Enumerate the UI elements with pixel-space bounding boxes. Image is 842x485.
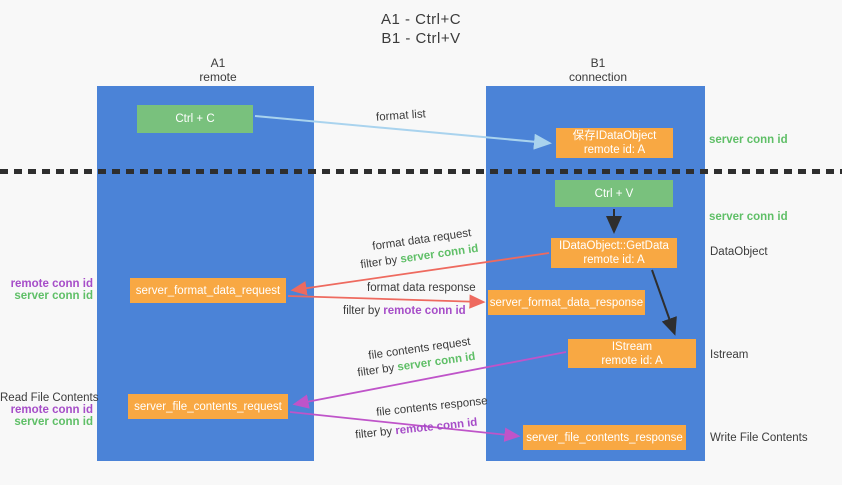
ctrl-c-box: Ctrl + C (137, 105, 253, 133)
getdata-box: IDataObject::GetData remote id: A (551, 238, 677, 268)
server-format-data-response-label: server_format_data_response (489, 296, 644, 309)
server-file-contents-request-box: server_file_contents_request (128, 394, 288, 419)
copy-paste-separator-line (0, 169, 842, 174)
write-file-contents-label: Write File Contents (710, 432, 808, 444)
filter-by-remote-conn-id-label-1: filter by remote conn id (343, 305, 466, 317)
remote-conn-id-note-1: remote conn id (10, 278, 93, 290)
file-request-annotations: Read File Contents remote conn id server… (0, 392, 99, 428)
title-line-2: B1 - Ctrl+V (381, 30, 461, 47)
title-line-1: A1 - Ctrl+C (380, 11, 462, 28)
server-format-data-request-box: server_format_data_request (130, 278, 286, 303)
format-list-label: format list (375, 108, 427, 124)
diagram-title: A1 - Ctrl+C B1 - Ctrl+V (0, 10, 842, 48)
left-column-role: remote (199, 70, 237, 84)
istream-remote-id: remote id: A (601, 354, 663, 367)
getdata-title: IDataObject::GetData (559, 240, 669, 252)
format-data-response-label: format data response (367, 282, 476, 294)
getdata-remote-id: remote id: A (583, 254, 645, 266)
right-column-name: B1 (590, 56, 606, 70)
right-column-role: connection (568, 70, 628, 84)
server-file-contents-request-label: server_file_contents_request (134, 400, 282, 413)
save-dataobject-title: 保存IDataObject (572, 130, 657, 142)
format-data-response-arrow (287, 294, 486, 309)
right-column-header: B1 connection (548, 56, 648, 84)
server-file-contents-response-label: server_file_contents_response (526, 431, 683, 444)
server-conn-id-note-left-1: server conn id (14, 290, 93, 302)
read-file-contents-label: Read File Contents (0, 392, 99, 404)
left-column-header: A1 remote (168, 56, 268, 84)
server-conn-id-note-right-1: server conn id (709, 134, 788, 146)
ctrl-v-label: Ctrl + V (594, 187, 634, 200)
dataobject-label: DataObject (710, 246, 768, 258)
format-request-conn-ids: remote conn id server conn id (0, 278, 93, 302)
server-format-data-response-box: server_format_data_response (488, 290, 645, 315)
server-conn-id-note-left-2: server conn id (14, 416, 93, 428)
server-conn-id-note-right-2: server conn id (709, 211, 788, 223)
server-format-data-request-label: server_format_data_request (135, 284, 281, 297)
istream-side-label: Istream (710, 349, 749, 361)
istream-title: IStream (611, 340, 653, 353)
istream-box: IStream remote id: A (568, 339, 696, 368)
save-dataobject-remote-id: remote id: A (583, 144, 646, 156)
ctrl-v-box: Ctrl + V (555, 180, 673, 207)
left-column-name: A1 (210, 56, 226, 70)
filter-by-remote-conn-id-label-2: filter by remote conn id (354, 416, 478, 442)
ctrl-c-label: Ctrl + C (175, 113, 215, 125)
file-contents-response-label: file contents response (375, 395, 489, 419)
save-dataobject-box: 保存IDataObject remote id: A (556, 128, 673, 158)
server-file-contents-response-box: server_file_contents_response (523, 425, 686, 450)
remote-conn-id-note-2: remote conn id (10, 404, 93, 416)
